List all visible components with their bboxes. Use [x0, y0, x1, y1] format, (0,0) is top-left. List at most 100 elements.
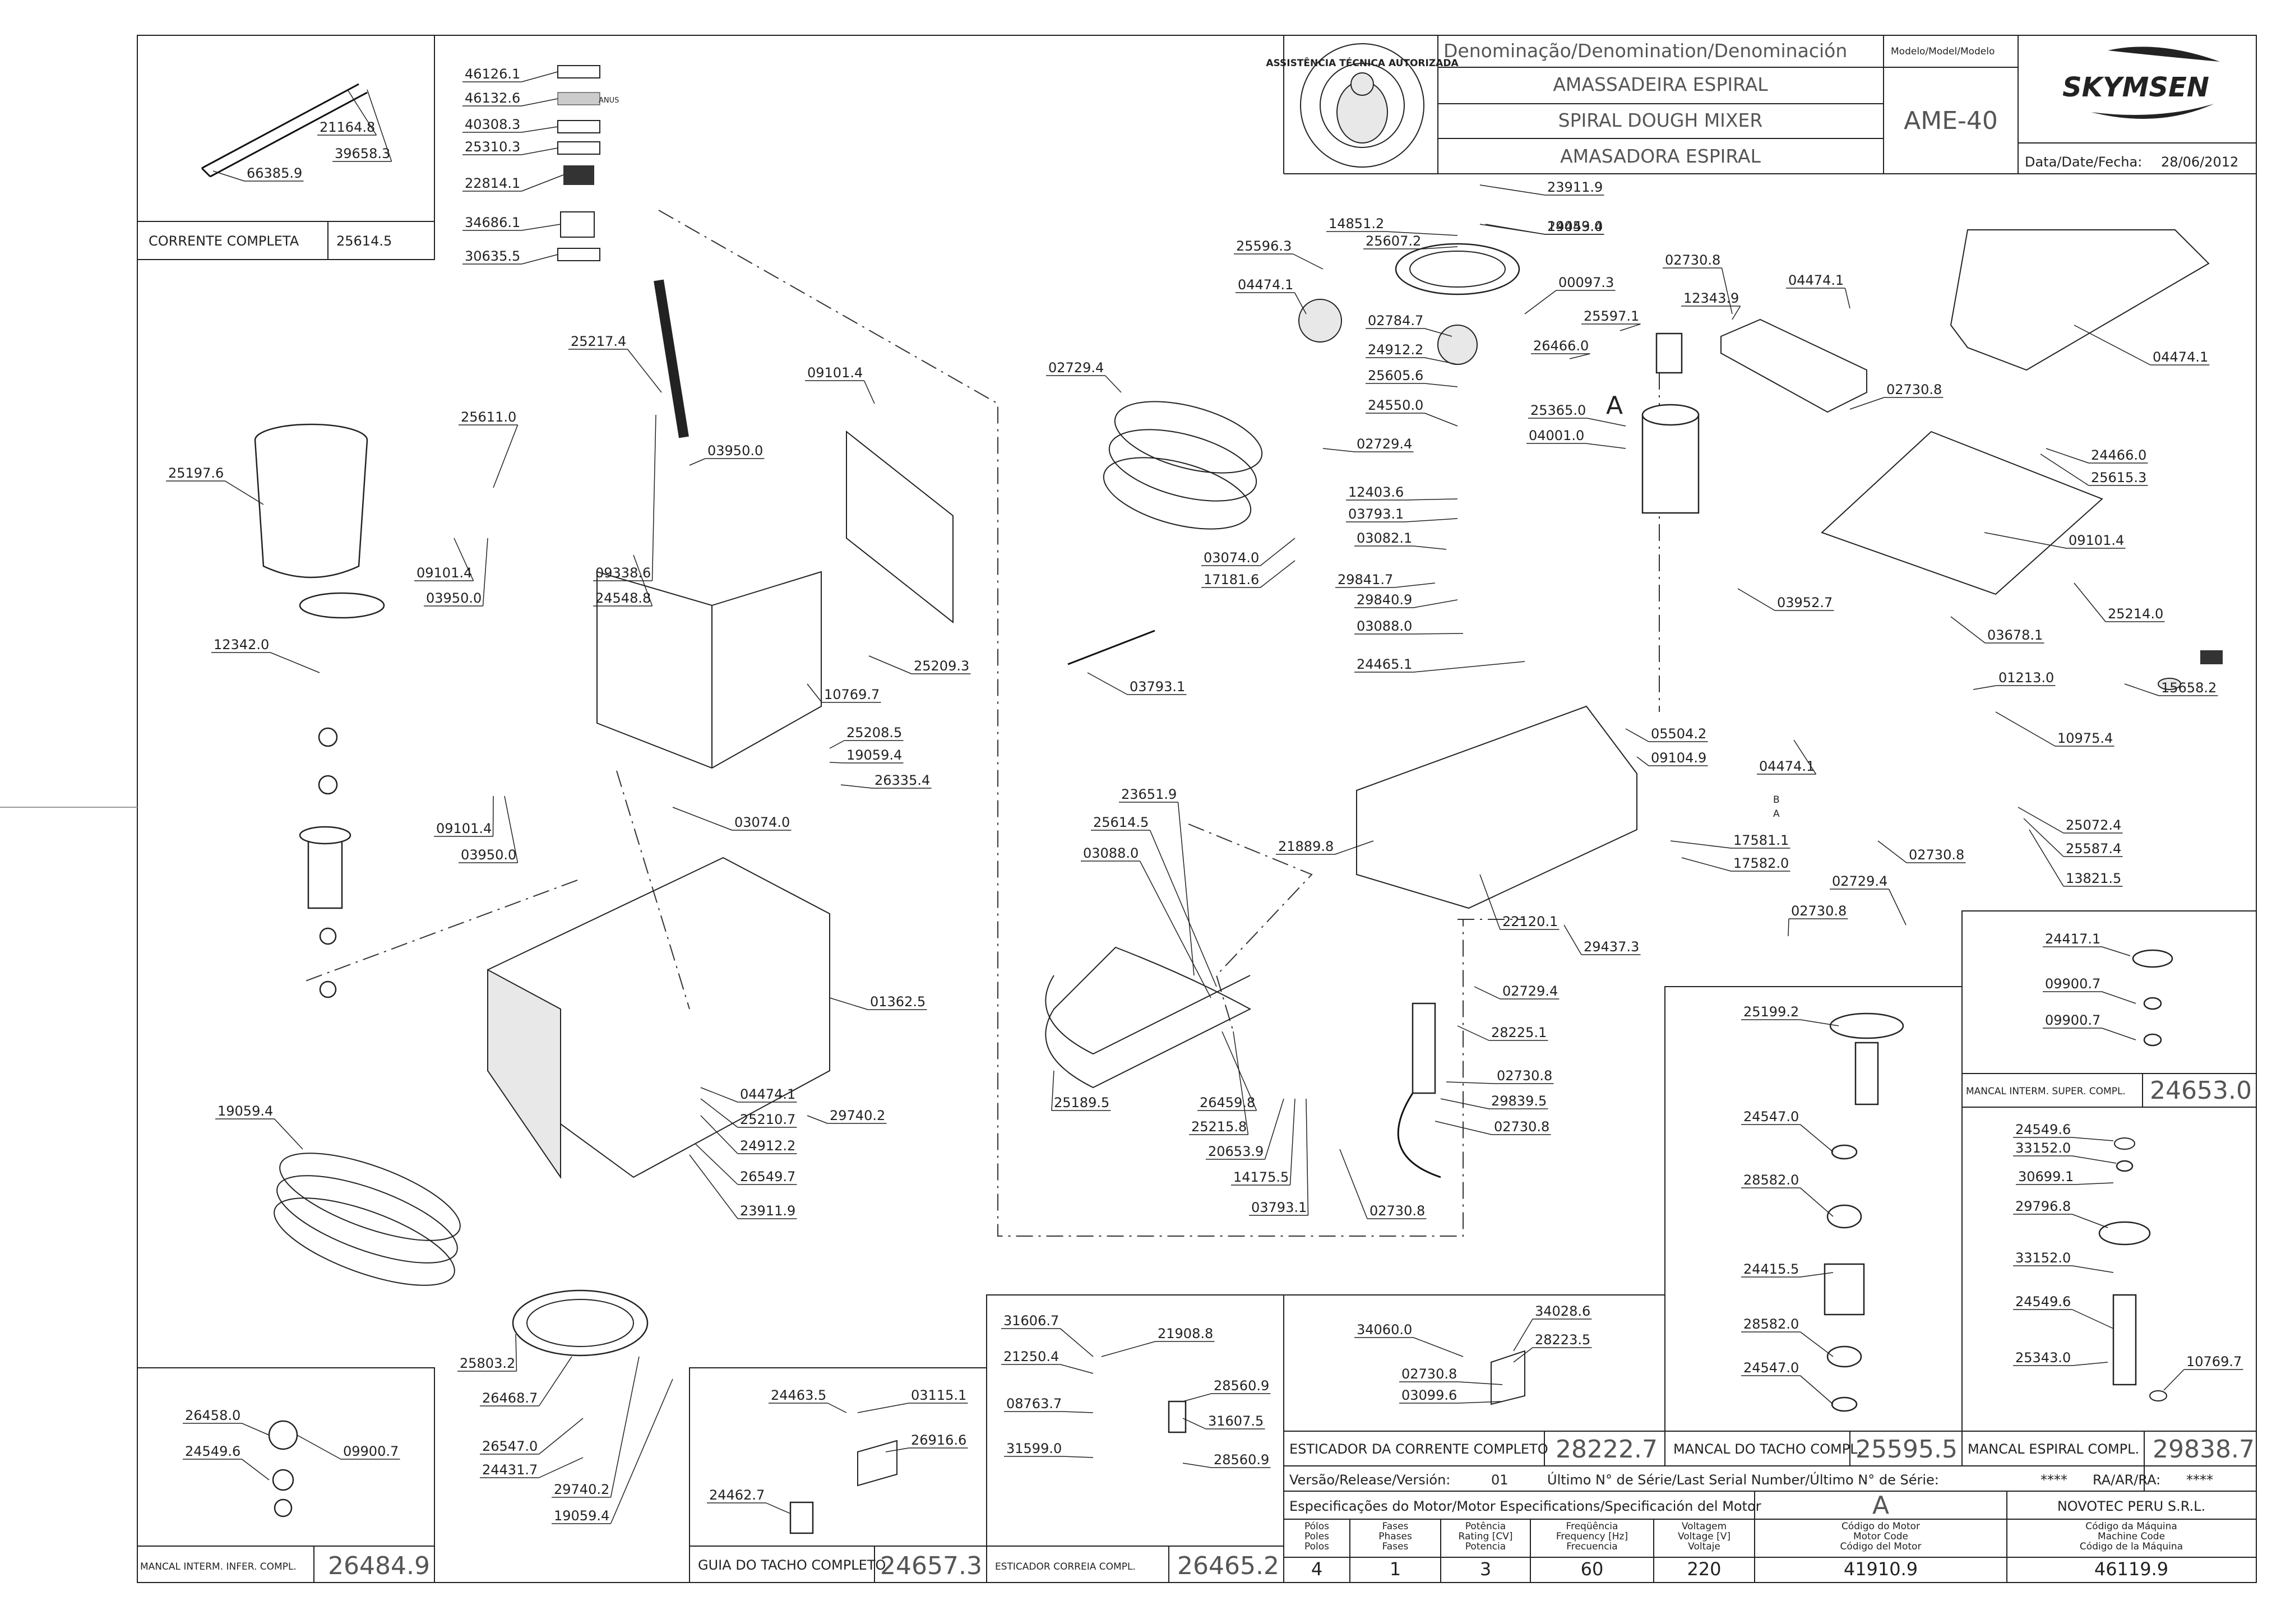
spec-header: Voltaje: [1688, 1541, 1720, 1552]
part-label: 25587.4: [2066, 841, 2121, 857]
spec-header: Código da Máquina: [2085, 1521, 2177, 1532]
inset-part-label: 09900.7: [343, 1443, 399, 1459]
inset-part-label: 03099.6: [1401, 1387, 1457, 1403]
motor-spec-table: PólosPolesPolos4FasesPhasesFases1Potênci…: [1304, 1521, 2183, 1580]
part-label: 26549.7: [740, 1169, 795, 1185]
inset-part-label: 24547.0: [1743, 1360, 1799, 1376]
inset-part-label: 31606.7: [1003, 1313, 1059, 1329]
part-label: 24443.0: [1547, 219, 1603, 234]
part-label: 09104.9: [1651, 750, 1706, 766]
spec-header: Freqüência: [1566, 1521, 1618, 1532]
inset-frames: [137, 35, 2257, 1583]
part-label: 17581.1: [1733, 832, 1789, 848]
part-label: 17181.6: [1204, 572, 1259, 587]
part-label: 24548.8: [595, 590, 651, 606]
inset-code: 26465.2: [1177, 1552, 1279, 1580]
spec-header: Machine Code: [2098, 1531, 2165, 1542]
spec-header: Fases: [1382, 1521, 1409, 1532]
part-labels: 25217.425611.025197.609101.403950.009338…: [168, 66, 2242, 1524]
spec-header: Frecuencia: [1566, 1541, 1617, 1552]
part-label: 25189.5: [1054, 1095, 1109, 1111]
inset-part-label: 03115.1: [911, 1387, 966, 1403]
label-tag-label: 46126.1: [465, 66, 520, 82]
part-label: 03952.7: [1777, 595, 1833, 610]
title-block: [1283, 35, 2256, 174]
part-label: 01213.0: [1998, 670, 2054, 686]
part-label: 03793.1: [1348, 506, 1404, 522]
part-label: 24912.2: [740, 1138, 795, 1154]
part-label: 25072.4: [2066, 817, 2121, 833]
part-label: 25197.6: [168, 465, 224, 481]
inset-part-label: 24547.0: [1743, 1109, 1799, 1125]
spec-header: Potencia: [1465, 1541, 1506, 1552]
inset-part-label: 24549.6: [2015, 1294, 2071, 1310]
part-label: 20653.9: [1208, 1144, 1264, 1159]
inset-titles: CORRENTE COMPLETA 25614.5 MANCAL INTERM.…: [140, 233, 2255, 1580]
inset-part-label: 33152.0: [2015, 1250, 2071, 1266]
label-tag-label: 40308.3: [465, 117, 520, 132]
inset-part-label: 10769.7: [2186, 1354, 2242, 1369]
spec-value: 4: [1311, 1558, 1322, 1580]
part-label: 19059.4: [1547, 219, 1603, 234]
inset-part-label: 31607.5: [1208, 1413, 1264, 1429]
part-label: 24550.0: [1368, 397, 1423, 413]
inset-code: 29838.7: [2153, 1435, 2255, 1464]
part-label: 04474.1: [1788, 272, 1844, 288]
inset-part-label: 28582.0: [1743, 1316, 1799, 1332]
company-name: NOVOTEC PERU S.R.L.: [2057, 1498, 2205, 1514]
part-label: 23651.9: [1121, 786, 1177, 802]
part-label: 01362.5: [870, 994, 926, 1010]
inset-part-label: 24415.5: [1743, 1261, 1799, 1277]
part-label: 19059.4: [218, 1103, 273, 1119]
inset-part-label: 09900.7: [2045, 1012, 2100, 1028]
inset-part-label: 28582.0: [1743, 1172, 1799, 1188]
part-label: 25215.8: [1191, 1119, 1247, 1135]
inset-part-label: 21164.8: [320, 119, 375, 135]
spec-header: Potência: [1465, 1521, 1506, 1532]
part-label: 23911.9: [1547, 179, 1603, 195]
spec-header: Código de la Máquina: [2080, 1541, 2183, 1552]
part-label: 03793.1: [1251, 1200, 1307, 1215]
label-tag-text: ANUS: [599, 96, 619, 105]
version-value: 01: [1491, 1472, 1509, 1488]
authorized-service-seal: [1300, 43, 1424, 168]
label-tag-label: 34686.1: [465, 215, 520, 230]
inset-part-label: 30699.1: [2018, 1169, 2074, 1185]
part-label: 03088.0: [1357, 618, 1412, 634]
leader-lines: [166, 71, 2243, 1524]
part-label: 09338.6: [595, 565, 651, 581]
inset-title: GUIA DO TACHO COMPLETO: [698, 1557, 886, 1573]
part-label: 25214.0: [2108, 606, 2163, 622]
spec-value: 41910.9: [1844, 1558, 1918, 1580]
inset-part-label: 28560.9: [1214, 1452, 1269, 1468]
part-label: 10769.7: [824, 687, 880, 702]
inset-code: 25595.5: [1856, 1435, 1958, 1464]
label-tag-label: 30635.5: [465, 248, 520, 264]
part-label: 29840.9: [1357, 592, 1412, 608]
part-label: 03678.1: [1987, 627, 2043, 643]
part-label: 03074.0: [734, 815, 790, 830]
spec-header: Voltagem: [1682, 1521, 1727, 1532]
part-label: 02784.7: [1368, 313, 1423, 328]
part-label: 09101.4: [2069, 533, 2124, 548]
part-label: 25605.6: [1368, 368, 1423, 383]
motor-marker: A: [1606, 391, 1623, 420]
model-number: AME-40: [1904, 107, 1998, 135]
part-label: 03793.1: [1130, 679, 1185, 695]
assembly-dashed-lines: [305, 210, 1660, 1237]
part-geometry: [201, 65, 2223, 1534]
date-value: 28/06/2012: [2161, 154, 2238, 170]
brand-name: SKYMSEN: [2062, 72, 2209, 103]
inset-code: 24657.3: [880, 1552, 982, 1580]
spec-value: 3: [1480, 1558, 1491, 1580]
part-label: 29740.2: [830, 1108, 885, 1123]
part-label: 24465.1: [1357, 656, 1412, 672]
part-label: 26547.0: [482, 1438, 538, 1454]
last-serial-label: Último N° de Série/Last Serial Number/Úl…: [1547, 1471, 1939, 1488]
spec-header: Código do Motor: [1841, 1521, 1920, 1532]
version-label: Versão/Release/Versión:: [1289, 1472, 1450, 1488]
inset-part-label: 26458.0: [185, 1408, 240, 1423]
part-label: 02730.8: [1665, 252, 1720, 268]
label-tag-label: 25310.3: [465, 139, 520, 155]
inset-part-label: 28223.5: [1535, 1332, 1590, 1348]
